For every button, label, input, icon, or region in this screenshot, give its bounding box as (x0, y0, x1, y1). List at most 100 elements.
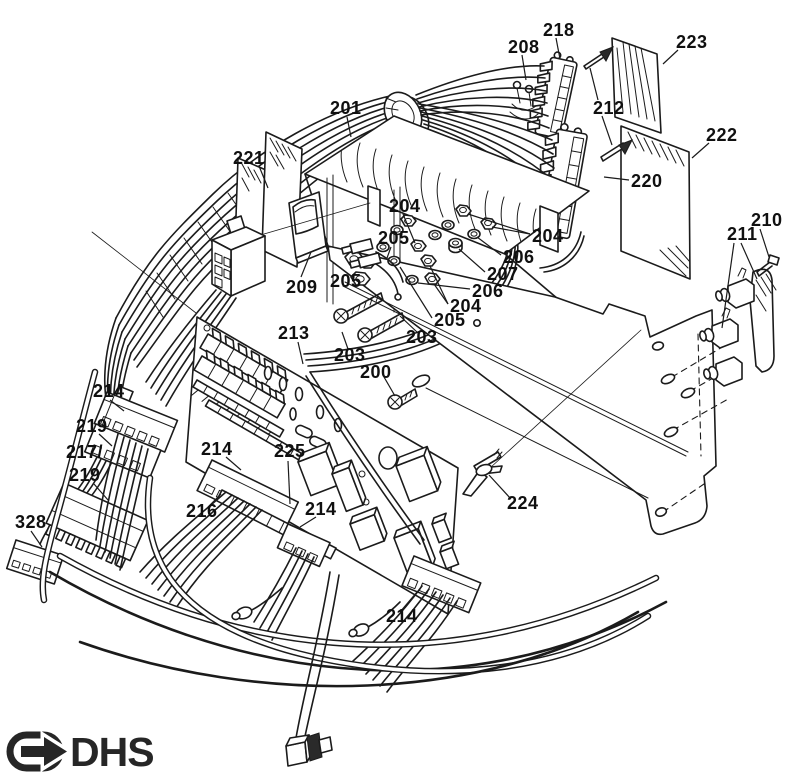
assembly-line-connector (263, 202, 371, 235)
screw-200 (387, 388, 418, 410)
leader-line-220-21 (603, 176, 630, 181)
part-label-214-24: 214 (93, 381, 125, 401)
bracket-slot (411, 374, 431, 388)
part-label-200-14: 200 (360, 362, 392, 382)
bracket-foot-hole (654, 506, 668, 518)
wires-214-4 (351, 585, 458, 693)
leader-line-211-23 (721, 242, 735, 329)
part-label-225-30: 225 (274, 441, 306, 461)
leader-line-205-11 (399, 266, 433, 319)
leader-line-201-0 (346, 116, 352, 138)
fuse-holder-1 (715, 267, 755, 309)
part-label-203-13: 203 (334, 345, 366, 365)
plate-221 (261, 131, 303, 268)
part-label-205-5: 205 (378, 228, 410, 248)
bracket-tab-hole (651, 341, 665, 351)
leader-line-200-14 (383, 376, 396, 397)
screw-203-b (357, 312, 405, 343)
terminals-205 (340, 238, 404, 295)
part-label-206-9: 206 (472, 281, 504, 301)
part-label-214-32: 214 (305, 499, 337, 519)
wire-fan-to-218 (415, 65, 550, 129)
leader-line-204-6 (467, 213, 531, 235)
plate-222 (620, 125, 691, 280)
leader-line-214-24 (109, 399, 125, 412)
part-label-206-7: 206 (503, 247, 535, 267)
leader-line-219-25 (98, 433, 113, 447)
wires-216 (139, 491, 263, 609)
leader-line-214-32 (299, 516, 317, 528)
part-label-217-26: 217/ (66, 442, 103, 462)
wire-220-loop (539, 231, 585, 273)
connector-214-4 (401, 555, 482, 614)
leader-line-213-15 (297, 341, 304, 365)
leader-line-222-20 (691, 142, 710, 159)
part-label-219-27: 219 (69, 465, 101, 485)
part-label-224-34: 224 (507, 493, 539, 513)
panel-hole-b (539, 205, 559, 253)
leader-line-207-8 (458, 248, 486, 273)
part-label-221-1: 221 (233, 148, 265, 168)
leader-line-206-7 (476, 236, 502, 256)
part-label-201-0: 201 (330, 98, 362, 118)
wires-214-1 (95, 433, 149, 571)
leader-line-223-18 (662, 49, 679, 65)
part-label-211-23: 211 (727, 224, 758, 244)
assembly-line-board (91, 231, 197, 314)
leader-line-205-5 (386, 246, 392, 259)
connector-6pin (211, 215, 266, 297)
connector-328 (5, 539, 65, 585)
board-crossing-wires (305, 371, 425, 545)
part-label-214-29: 214 (201, 439, 233, 459)
part-label-210-22: 210 (751, 210, 783, 230)
wires-214-3 (253, 547, 315, 641)
ball-detail (394, 293, 402, 301)
leader-line-224-34 (488, 474, 512, 500)
part-label-212-19: 212 (593, 98, 625, 118)
logo-wordmark: DHS (70, 729, 154, 775)
fuse-holder-3 (703, 356, 743, 387)
connector-214-1 (93, 385, 179, 453)
leader-line-209-2 (300, 251, 312, 278)
leader-line-203-13 (341, 331, 349, 350)
part-label-219-25: 219 (76, 416, 108, 436)
part-label-204-4: 204 (389, 196, 421, 216)
panel-201-hatching (340, 137, 540, 254)
leader-line-216-31 (207, 493, 222, 508)
board-connector-strip-2 (193, 349, 286, 419)
panel-hole-a (367, 185, 381, 227)
part-label-208-16: 208 (508, 37, 540, 57)
spacer-207 (448, 237, 463, 254)
cable-sweeps (39, 368, 668, 742)
leader-line-204-4 (402, 213, 416, 244)
part-label-204-10: 204 (450, 296, 482, 316)
part-label-213-15: 213 (278, 323, 310, 343)
wing-rivet-224 (462, 329, 642, 497)
part-label-328-28: 328 (15, 512, 47, 532)
leader-line-225-30 (287, 460, 291, 505)
part-label-223-18: 223 (676, 32, 708, 52)
part-label-214-33: 214 (386, 606, 418, 626)
circuit-board-213 (185, 316, 463, 615)
leader-line-203-12 (399, 315, 419, 334)
bottom-connector (285, 732, 333, 767)
part-label-207-8: 207 (487, 264, 519, 284)
leader-line-328-28 (30, 530, 43, 548)
fuse-holder-assembly-211 (699, 267, 777, 387)
dhs-logo: DHS (6, 729, 155, 775)
part-label-205-11: 205 (434, 310, 466, 330)
leader-line-204-10 (433, 283, 449, 305)
screw-arrow-212-b (600, 139, 634, 162)
plate-223 (611, 37, 662, 134)
leader-line-214-33 (399, 591, 418, 613)
part-label-220-21: 220 (631, 171, 663, 191)
screw-210 (756, 254, 780, 277)
leader-line-219-27 (93, 483, 109, 501)
leader-line-218-17 (555, 37, 561, 60)
leader-line-210-22 (759, 228, 770, 258)
leader-line-212-19 (601, 115, 613, 146)
leader-line-204-10 (429, 265, 449, 305)
leader-line-212-19 (589, 67, 599, 101)
